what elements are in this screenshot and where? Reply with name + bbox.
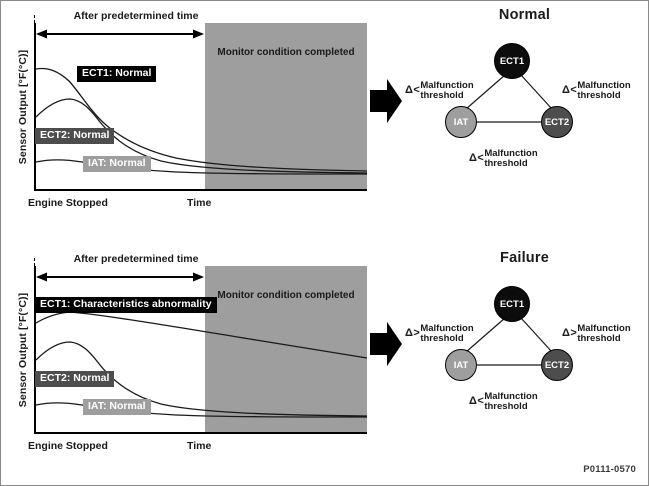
threshold-text: Malfunction threshold bbox=[484, 391, 538, 412]
operator-glyph: > bbox=[570, 327, 577, 340]
node-edges bbox=[465, 74, 553, 123]
delta-icon: Δ bbox=[469, 395, 477, 408]
edge-ect1-iat bbox=[465, 74, 506, 110]
curve-ect1 bbox=[35, 67, 368, 172]
threshold-iat-ect2: Δ < Malfunction threshold bbox=[469, 392, 538, 411]
operator-glyph: < bbox=[477, 395, 484, 408]
series-tag-iat: IAT: Normal bbox=[83, 399, 151, 416]
engine-stopped-marker bbox=[34, 258, 35, 434]
operator-glyph: < bbox=[570, 84, 577, 97]
node-iat: IAT bbox=[445, 106, 477, 138]
curve-ect2 bbox=[35, 341, 368, 417]
delta-icon: Δ bbox=[562, 84, 570, 97]
curve-ect2 bbox=[35, 98, 368, 174]
x-origin-label: Engine Stopped bbox=[28, 440, 108, 452]
series-tag-ect1: ECT1: Normal bbox=[77, 66, 157, 83]
operator-glyph: < bbox=[477, 152, 484, 165]
threshold-ect1-iat: Δ > Malfunction threshold bbox=[405, 324, 474, 343]
node-diagram-title: Failure bbox=[500, 250, 549, 266]
predetermined-time-arrow bbox=[36, 271, 204, 283]
curve-iat bbox=[35, 402, 368, 418]
node-edges bbox=[465, 317, 553, 366]
series-tag-ect2: ECT2: Normal bbox=[35, 371, 115, 388]
delta-icon: Δ bbox=[405, 84, 413, 97]
curve-iat bbox=[35, 159, 368, 175]
predetermined-time-arrow bbox=[36, 28, 204, 40]
monitor-condition-zone: Monitor condition completed bbox=[205, 266, 367, 432]
span-caption: After predetermined time bbox=[73, 10, 199, 22]
flow-arrow-icon bbox=[370, 321, 402, 367]
monitor-condition-label: Monitor condition completed bbox=[217, 290, 355, 301]
delta-icon: Δ bbox=[469, 152, 477, 165]
operator-glyph: > bbox=[413, 327, 420, 340]
flow-arrow-icon bbox=[370, 78, 402, 124]
threshold-ect1-ect2: Δ > Malfunction threshold bbox=[562, 324, 631, 343]
span-caption: After predetermined time bbox=[73, 253, 199, 265]
monitor-condition-zone: Monitor condition completed bbox=[205, 23, 367, 189]
edge-ect1-ect2 bbox=[520, 74, 553, 110]
engine-stopped-marker bbox=[34, 15, 35, 191]
plot-area-normal: Monitor condition completed bbox=[34, 23, 368, 191]
reference-code: P0111-0570 bbox=[583, 464, 636, 475]
threshold-ect1-ect2: Δ < Malfunction threshold bbox=[562, 81, 631, 100]
monitor-condition-label: Monitor condition completed bbox=[217, 47, 355, 58]
series-tag-ect2: ECT2: Normal bbox=[35, 128, 115, 145]
panel-failure: Sensor Output [°F(°C)] After predetermin… bbox=[1, 244, 649, 474]
y-axis-label: Sensor Output [°F(°C)] bbox=[17, 292, 29, 408]
node-iat: IAT bbox=[445, 349, 477, 381]
delta-icon: Δ bbox=[405, 327, 413, 340]
node-ect2: ECT2 bbox=[541, 349, 573, 381]
threshold-ect1-iat: Δ < Malfunction threshold bbox=[405, 81, 474, 100]
chart-failure: Sensor Output [°F(°C)] After predetermin… bbox=[1, 244, 381, 474]
threshold-text: Malfunction threshold bbox=[577, 323, 631, 344]
threshold-text: Malfunction threshold bbox=[484, 148, 538, 169]
x-axis-label: Time bbox=[187, 440, 212, 452]
edge-ect1-iat bbox=[465, 317, 506, 353]
node-ect1: ECT1 bbox=[494, 43, 530, 79]
x-origin-label: Engine Stopped bbox=[28, 197, 108, 209]
node-diagram-normal: Normal ECT1 IAT ECT2 Δ < Malfunction thr… bbox=[399, 1, 649, 231]
curve-group-normal bbox=[35, 67, 368, 175]
threshold-text: Malfunction threshold bbox=[420, 323, 474, 344]
y-axis-label: Sensor Output [°F(°C)] bbox=[17, 49, 29, 165]
node-ect2: ECT2 bbox=[541, 106, 573, 138]
curve-group-failure bbox=[35, 311, 368, 418]
threshold-iat-ect2: Δ < Malfunction threshold bbox=[469, 149, 538, 168]
panel-normal: Sensor Output [°F(°C)] After predetermin… bbox=[1, 1, 649, 231]
delta-icon: Δ bbox=[562, 327, 570, 340]
edge-ect1-ect2 bbox=[520, 317, 553, 353]
threshold-text: Malfunction threshold bbox=[420, 80, 474, 101]
threshold-text: Malfunction threshold bbox=[577, 80, 631, 101]
operator-glyph: < bbox=[413, 84, 420, 97]
chart-normal: Sensor Output [°F(°C)] After predetermin… bbox=[1, 1, 381, 231]
x-axis-label: Time bbox=[187, 197, 212, 209]
curve-ect1 bbox=[35, 311, 368, 359]
node-diagram-failure: Failure ECT1 IAT ECT2 Δ > Malfunction th… bbox=[399, 244, 649, 474]
series-tag-ect1: ECT1: Characteristics abnormality bbox=[35, 297, 217, 314]
node-diagram-title: Normal bbox=[498, 7, 551, 23]
plot-area-failure: Monitor condition completed bbox=[34, 266, 368, 434]
series-tag-iat: IAT: Normal bbox=[83, 156, 151, 173]
node-ect1: ECT1 bbox=[494, 286, 530, 322]
